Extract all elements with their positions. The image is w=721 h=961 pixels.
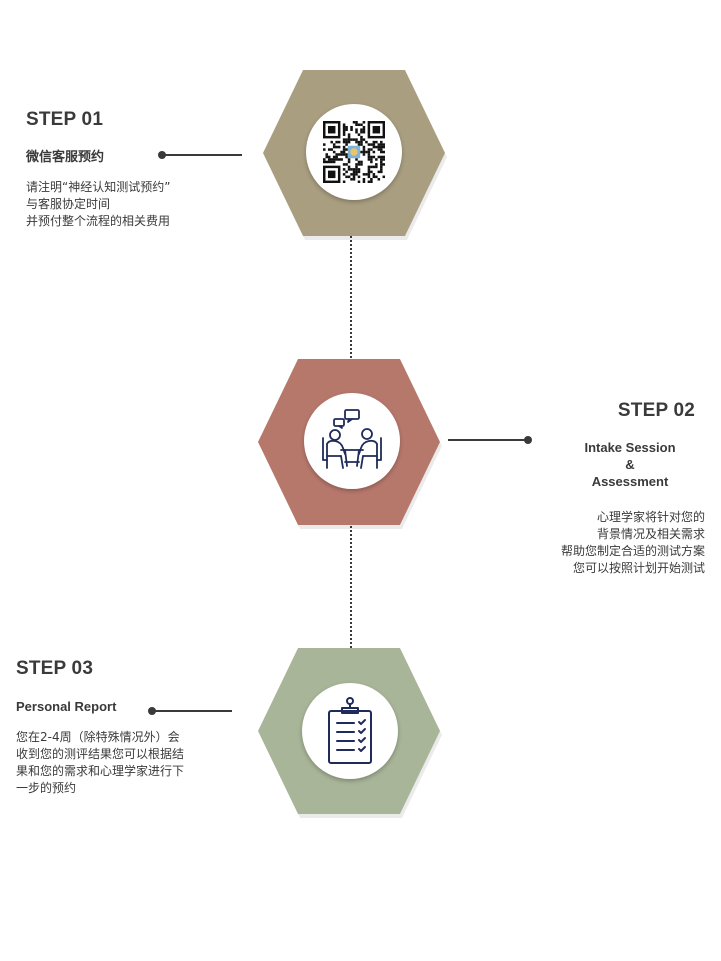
step3-desc-text: 您在2-4周（除特殊情况外）会收到您的测评结果您可以根据结果和您的需求和心理学家…	[16, 730, 185, 795]
step2-desc-line: 帮助您制定合适的测试方案	[560, 544, 705, 558]
step1-description: 请注明“神经认知测试预约” 与客服协定时间 并预付整个流程的相关费用	[26, 179, 170, 230]
step2-subtitle-line: &	[625, 457, 635, 472]
step2-description: 心理学家将针对您的 背景情况及相关需求 帮助您制定合适的测试方案 您可以按照计划…	[561, 509, 705, 577]
dotted-connector-2-3	[350, 526, 352, 648]
step2-subtitle-line: Assessment	[591, 474, 669, 489]
step2-subtitle-line: Intake Session	[584, 440, 676, 455]
step1-subtitle: 微信客服预约	[26, 149, 105, 164]
step1-connector-line	[162, 154, 242, 156]
dotted-connector-1-2	[350, 236, 352, 358]
qr-code-icon[interactable]	[323, 121, 385, 183]
step2-desc-line: 背景情况及相关需求	[596, 527, 705, 541]
step3-connector-line	[152, 710, 232, 712]
step2-subtitle: Intake Session & Assessment	[565, 439, 695, 490]
step3-connector-dot	[148, 707, 156, 715]
step2-icon-circle	[304, 393, 400, 489]
step1-icon-circle	[306, 104, 402, 200]
checklist-clipboard-icon	[328, 697, 372, 764]
step1-desc-line: 与客服协定时间	[26, 197, 111, 211]
step2-connector-dot	[524, 436, 532, 444]
step1-title: STEP 01	[26, 109, 104, 130]
step1-desc-line: 请注明“神经认知测试预约”	[26, 180, 171, 194]
step3-title: STEP 03	[16, 658, 94, 679]
step3-description: 您在2-4周（除特殊情况外）会收到您的测评结果您可以根据结果和您的需求和心理学家…	[16, 729, 186, 797]
step1-connector-dot	[158, 151, 166, 159]
step2-title: STEP 02	[617, 400, 695, 421]
step2-desc-line: 您可以按照计划开始测试	[572, 561, 705, 575]
step2-connector-line	[448, 439, 528, 441]
consultation-meeting-icon	[322, 409, 382, 469]
step1-desc-line: 并预付整个流程的相关费用	[26, 214, 171, 228]
step3-subtitle: Personal Report	[16, 699, 117, 714]
step3-icon-circle	[302, 683, 398, 779]
step2-desc-line: 心理学家将针对您的	[596, 510, 705, 524]
